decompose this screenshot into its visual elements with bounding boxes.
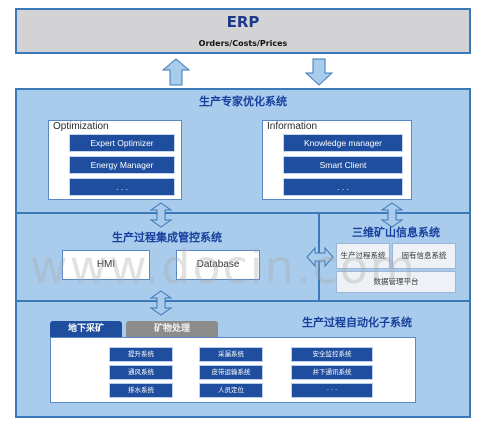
tab-underground-mining[interactable]: 地下采矿 — [50, 321, 122, 337]
subsystem-underground-comm: 井下通讯系统 — [291, 365, 373, 380]
arrow-down-icon — [305, 58, 333, 86]
hmi-box: HMI — [62, 250, 150, 280]
subsystem-safety-monitor: 安全监控系统 — [291, 347, 373, 362]
double-arrow-horizontal-icon — [306, 246, 334, 268]
subsystem-ore-chute: 采漏系统 — [199, 347, 263, 362]
expert-optimizer-item: Expert Optimizer — [69, 134, 175, 152]
erp-box: ERP Orders/Costs/Prices — [15, 8, 471, 54]
double-arrow-vertical-icon — [149, 202, 173, 228]
subsystem-ventilation: 通风系统 — [109, 365, 173, 380]
tab-mineral-processing[interactable]: 矿物处理 — [126, 321, 218, 337]
information-title: Information — [267, 121, 318, 132]
subsystem-panel: 提升系统 采漏系统 安全监控系统 通风系统 皮带运输系统 井下通讯系统 排水系统… — [50, 337, 416, 403]
subsystem-hoist: 提升系统 — [109, 347, 173, 362]
optimization-more-item: . . . — [69, 178, 175, 196]
erp-subtitle: Orders/Costs/Prices — [198, 39, 288, 48]
smart-client-item: Smart Client — [283, 156, 403, 174]
subsystem-belt-transport: 皮带运输系统 — [199, 365, 263, 380]
process-control-title: 生产过程集成管控系统 — [112, 231, 222, 244]
subsystem-drainage: 排水系统 — [109, 383, 173, 398]
subsystem-personnel-location: 人员定位 — [199, 383, 263, 398]
divider-automation — [17, 300, 469, 302]
subsystem-more: · · · — [291, 383, 373, 398]
database-box: Database — [176, 250, 260, 280]
knowledge-manager-item: Knowledge manager — [283, 134, 403, 152]
information-more-item: . . . — [283, 178, 403, 196]
divider-expert — [17, 212, 469, 214]
information-panel: Information Knowledge manager Smart Clie… — [262, 120, 412, 200]
mine3d-cell-inherent: 固有信息系统 — [392, 243, 456, 269]
erp-title: ERP — [226, 13, 260, 31]
automation-title: 生产过程自动化子系统 — [302, 316, 412, 329]
optimization-panel: Optimization Expert Optimizer Energy Man… — [48, 120, 182, 200]
double-arrow-vertical-icon — [380, 202, 404, 228]
mine3d-title: 三维矿山信息系统 — [352, 226, 440, 239]
optimization-title: Optimization — [53, 121, 109, 132]
double-arrow-vertical-icon — [149, 290, 173, 316]
arrow-up-icon — [162, 58, 190, 86]
mine3d-cell-production: 生产过程系统 — [336, 243, 390, 269]
expert-system-title: 生产专家优化系统 — [199, 95, 287, 108]
mine3d-cell-data-platform: 数据管理平台 — [336, 271, 456, 293]
energy-manager-item: Energy Manager — [69, 156, 175, 174]
